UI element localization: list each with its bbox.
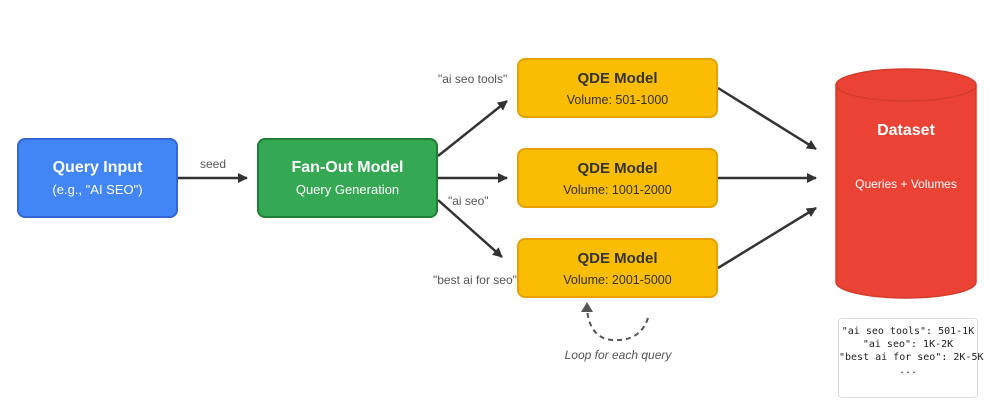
query-input-node: Query Input (e.g., "AI SEO"): [17, 138, 178, 218]
fanout-arrow-bottom: [437, 199, 503, 258]
seed-label: seed: [200, 157, 227, 171]
qde3-dataset-arrow: [717, 206, 817, 270]
qde1-dataset-arrow: [717, 86, 817, 151]
qde-volume-2: Volume: 1001-2000: [563, 183, 672, 197]
fan-out-title: Fan-Out Model: [291, 158, 404, 176]
qde-title-3: QDE Model: [577, 250, 658, 267]
query-label-2: "ai seo": [448, 194, 489, 208]
loop-arrow: [586, 309, 649, 342]
qde-node-3: QDE Model Volume: 2001-5000: [517, 238, 718, 298]
dataset-note-line: "ai seo": 1K-2K: [862, 339, 954, 350]
dataset-note-line: "ai seo tools": 501-1K: [841, 326, 975, 337]
query-input-title: Query Input: [52, 158, 143, 176]
fan-out-node: Fan-Out Model Query Generation: [257, 138, 438, 218]
qde-volume-1: Volume: 501-1000: [566, 93, 669, 107]
query-label-1: "ai seo tools": [438, 72, 508, 86]
fan-out-subtitle: Query Generation: [295, 181, 400, 197]
query-input-subtitle: (e.g., "AI SEO"): [52, 181, 143, 197]
dataset-note: "ai seo tools": 501-1K "ai seo": 1K-2K "…: [838, 318, 984, 398]
qde-title-1: QDE Model: [577, 70, 658, 87]
fanout-arrow-top: [437, 100, 508, 157]
qde-node-2: QDE Model Volume: 1001-2000: [517, 148, 718, 208]
dataset-title: Dataset: [877, 122, 935, 139]
qde-title-2: QDE Model: [577, 160, 658, 177]
dataset-cylinder: [835, 68, 977, 299]
loop-label: Loop for each query: [564, 348, 672, 362]
query-label-3: "best ai for seo": [433, 273, 517, 287]
dataset-subtitle: Queries + Volumes: [855, 177, 957, 191]
qde-node-1: QDE Model Volume: 501-1000: [517, 58, 718, 118]
dataset-note-line: ...: [898, 365, 918, 376]
loop-arrow-head: [581, 302, 593, 312]
dataset-note-line: "best ai for seo": 2K-5K: [839, 352, 984, 363]
qde-volume-3: Volume: 2001-5000: [563, 273, 672, 287]
